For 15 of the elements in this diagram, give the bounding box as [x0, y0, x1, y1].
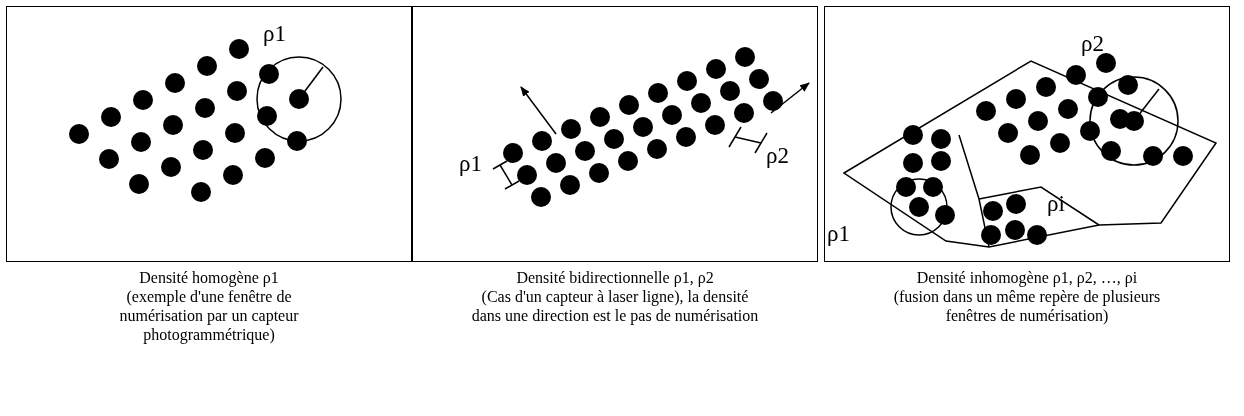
caption-text: Densité inhomogène ρ1, ρ2, …, ρi [916, 268, 1138, 287]
density-label: ρ2 [766, 143, 789, 169]
caption-text: Densité bidirectionnelle ρ1, ρ2 [516, 268, 714, 287]
density-label: ρi [1047, 191, 1065, 217]
density-label: ρ1 [827, 221, 850, 247]
caption-text: (Cas d'un capteur à laser ligne), la densité dans une direction est le pas de numérisation [470, 287, 760, 325]
caption-text: (fusion dans un même repère de plusieurs fenêtres de numérisation) [892, 287, 1162, 325]
density-label: ρ1 [459, 151, 482, 177]
panel-frame [412, 6, 818, 262]
density-label: ρ2 [1081, 31, 1104, 57]
density-label: ρ1 [263, 21, 286, 47]
caption-text: Densité homogène ρ1 [139, 268, 279, 287]
panel-frame [6, 6, 412, 262]
caption-text: (exemple d'une fenêtre de numérisation par un capteur photogrammétrique) [118, 287, 300, 344]
panel-frame [824, 6, 1230, 262]
